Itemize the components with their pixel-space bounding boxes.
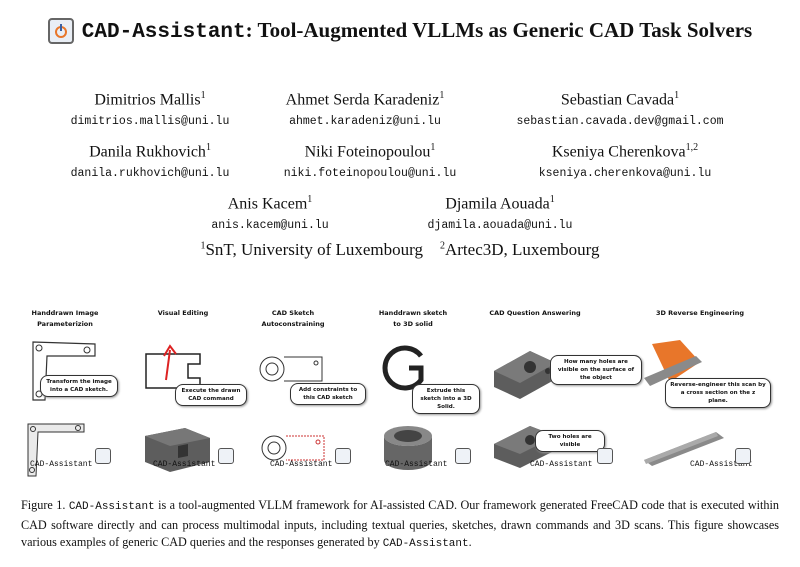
handdrawn-bracket-image xyxy=(32,341,96,401)
cad-assistant-logo-icon xyxy=(455,448,471,464)
query-bubble: Reverse-engineer this scan by a cross se… xyxy=(665,378,771,408)
author-email: kseniya.cherenkova@uni.lu xyxy=(538,167,712,181)
affiliation-2: Artec3D, Luxembourg xyxy=(444,240,600,259)
query-bubble: Transform the image into a CAD sketch. xyxy=(40,375,118,397)
cad-assistant-logo-icon xyxy=(47,18,74,44)
panel-title: Visual Editing xyxy=(157,309,209,317)
cad-assistant-logo-icon xyxy=(218,448,234,464)
author-block: Dimitrios Mallis1 dimitrios.mallis@uni.l… xyxy=(40,90,260,128)
figure-caption: Figure 1. CAD-Assistant is a tool-augmen… xyxy=(21,498,779,550)
author-block: Kseniya Cherenkova1,2 kseniya.cherenkova… xyxy=(510,142,740,180)
author-name: Anis Kacem xyxy=(227,195,308,213)
cad-assistant-label: CAD-Assistant xyxy=(690,460,753,469)
extruded-solid-render xyxy=(384,426,432,470)
cad-assistant-label: CAD-Assistant xyxy=(385,460,448,469)
query-bubble: Add constraints to this CAD sketch xyxy=(290,383,366,405)
cad-assistant-logo-icon xyxy=(735,448,751,464)
cad-sketch-unconstrained xyxy=(259,356,323,382)
cad-object-render xyxy=(494,351,556,399)
author-name: Sebastian Cavada xyxy=(560,91,675,109)
author-name: Niki Foteinopoulou xyxy=(304,143,431,161)
cad-assistant-logo-icon xyxy=(597,448,613,464)
extruded-block-render xyxy=(145,428,210,472)
author-name: Kseniya Cherenkova xyxy=(551,143,686,161)
answer-bubble: Two holes are visible xyxy=(535,430,605,452)
author-name: Djamila Aouada xyxy=(445,195,550,213)
author-email: ahmet.karadeniz@uni.lu xyxy=(289,115,441,129)
title-text: : Tool-Augmented VLLMs as Generic CAD Ta… xyxy=(245,18,753,42)
title-system-name: CAD-Assistant xyxy=(81,21,246,44)
query-bubble: Extrude this sketch into a 3D Solid. xyxy=(412,384,480,414)
query-bubble: How many holes are visible on the surfac… xyxy=(550,355,642,385)
cad-assistant-label: CAD-Assistant xyxy=(270,460,333,469)
panel-title: 3D Reverse Engineering xyxy=(655,309,745,317)
author-block: Sebastian Cavada1 sebastian.cavada.dev@g… xyxy=(490,90,750,128)
panel-title: CAD Question Answering xyxy=(489,309,581,317)
author-email: djamila.aouada@uni.lu xyxy=(427,219,573,233)
affiliation-1: SnT, University of Luxembourg xyxy=(205,240,423,259)
query-bubble: Execute the drawn CAD command xyxy=(175,384,247,406)
author-block: Niki Foteinopoulou1 niki.foteinopoulou@u… xyxy=(260,142,480,180)
author-block: Ahmet Serda Karadeniz1 ahmet.karadeniz@u… xyxy=(255,90,475,128)
cad-assistant-label: CAD-Assistant xyxy=(530,460,593,469)
cad-assistant-logo-icon xyxy=(95,448,111,464)
cad-assistant-label: CAD-Assistant xyxy=(30,460,93,469)
author-email: niki.foteinopoulou@uni.lu xyxy=(283,167,457,181)
author-name: Danila Rukhovich xyxy=(89,143,206,161)
cad-assistant-logo-icon xyxy=(335,448,351,464)
paper-title: CAD-Assistant: Tool-Augmented VLLMs as G… xyxy=(0,16,800,46)
author-block: Danila Rukhovich1 danila.rukhovich@uni.l… xyxy=(40,142,260,180)
author-block: Anis Kacem1 anis.kacem@uni.lu xyxy=(175,194,365,232)
author-email: sebastian.cavada.dev@gmail.com xyxy=(516,115,724,129)
author-name: Dimitrios Mallis xyxy=(94,91,201,109)
author-email: danila.rukhovich@uni.lu xyxy=(70,167,230,181)
cad-assistant-label: CAD-Assistant xyxy=(153,460,216,469)
affiliations: 1SnT, University of Luxembourg 2Artec3D,… xyxy=(200,240,600,259)
3d-scan-render xyxy=(644,340,702,386)
author-email: dimitrios.mallis@uni.lu xyxy=(70,115,230,129)
bracket-cad-sketch xyxy=(27,423,85,477)
reverse-engineered-part-render xyxy=(644,432,724,466)
author-email: anis.kacem@uni.lu xyxy=(211,219,329,233)
author-block: Djamila Aouada1 djamila.aouada@uni.lu xyxy=(395,194,605,232)
author-name: Ahmet Serda Karadeniz xyxy=(285,91,440,109)
cad-sketch-constrained xyxy=(261,435,325,461)
visual-edit-sketch xyxy=(145,344,201,389)
